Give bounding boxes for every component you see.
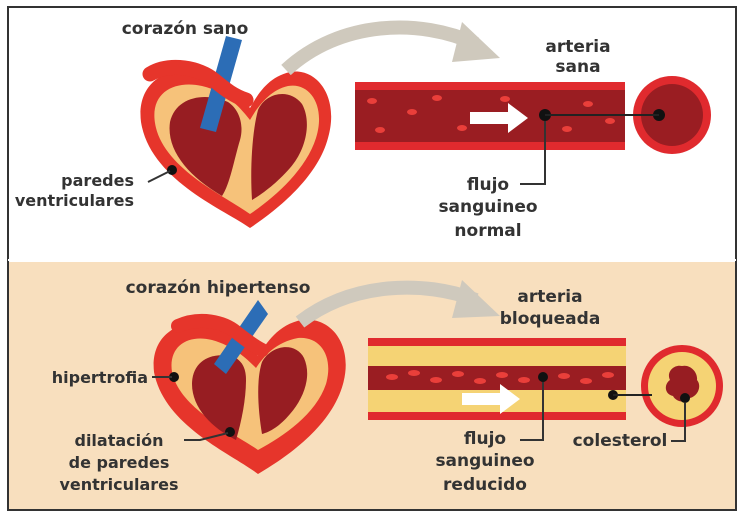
blood-cell bbox=[430, 377, 442, 383]
blood-cell bbox=[407, 109, 417, 115]
healthy-artery-label-line1: arteria bbox=[545, 37, 610, 57]
healthy-heart-label: corazón sano bbox=[122, 19, 249, 39]
hypertensive-heart-label: corazón hipertenso bbox=[126, 278, 311, 298]
blood-cell bbox=[580, 378, 592, 384]
blood-cell bbox=[474, 378, 486, 384]
blood-cell bbox=[457, 125, 467, 131]
dilation-marker-dot bbox=[225, 427, 235, 437]
blood-cell bbox=[375, 127, 385, 133]
blood-cell bbox=[518, 377, 530, 383]
blood-cell bbox=[558, 373, 570, 379]
cholesterol-label: colesterol bbox=[573, 431, 668, 451]
reduced-flow-label-line2: sanguineo bbox=[435, 451, 534, 471]
blood-cell bbox=[605, 118, 615, 124]
blood-cell bbox=[408, 370, 420, 376]
healthy-artery-label-line2: sana bbox=[555, 57, 600, 77]
reduced-flow-marker-dot bbox=[538, 372, 548, 382]
blood-cell bbox=[500, 96, 510, 102]
blood-cell bbox=[386, 374, 398, 380]
blocked-artery-label-line1: arteria bbox=[517, 287, 582, 307]
blood-cell bbox=[496, 372, 508, 378]
walls-label-line1: paredes bbox=[61, 171, 134, 190]
normal-flow-label-line3: normal bbox=[454, 221, 521, 241]
blood-cell bbox=[562, 126, 572, 132]
dilation-label-line1: dilatación bbox=[74, 431, 163, 450]
normal-flow-label-line2: sanguineo bbox=[438, 197, 537, 217]
blood-cell bbox=[367, 98, 377, 104]
cholesterol-marker-dot bbox=[680, 393, 690, 403]
blood-cell bbox=[452, 371, 464, 377]
blocked-artery-cross-section bbox=[641, 345, 723, 427]
dilation-label-line3: ventriculares bbox=[59, 475, 178, 494]
walls-label-line2: ventriculares bbox=[15, 191, 134, 210]
reduced-flow-label-line3: reducido bbox=[443, 475, 527, 495]
blood-cell bbox=[432, 95, 442, 101]
normal-flow-label-line1: flujo bbox=[467, 175, 509, 195]
hypertrophy-label: hipertrofia bbox=[52, 368, 148, 387]
walls-marker-dot bbox=[167, 165, 177, 175]
blood-cell bbox=[602, 372, 614, 378]
dilation-label-line2: de paredes bbox=[69, 453, 170, 472]
blood-cell bbox=[583, 101, 593, 107]
blocked-artery-label-line2: bloqueada bbox=[500, 309, 601, 329]
blocked-artery-tube bbox=[368, 338, 626, 420]
reduced-flow-label-line1: flujo bbox=[464, 429, 506, 449]
